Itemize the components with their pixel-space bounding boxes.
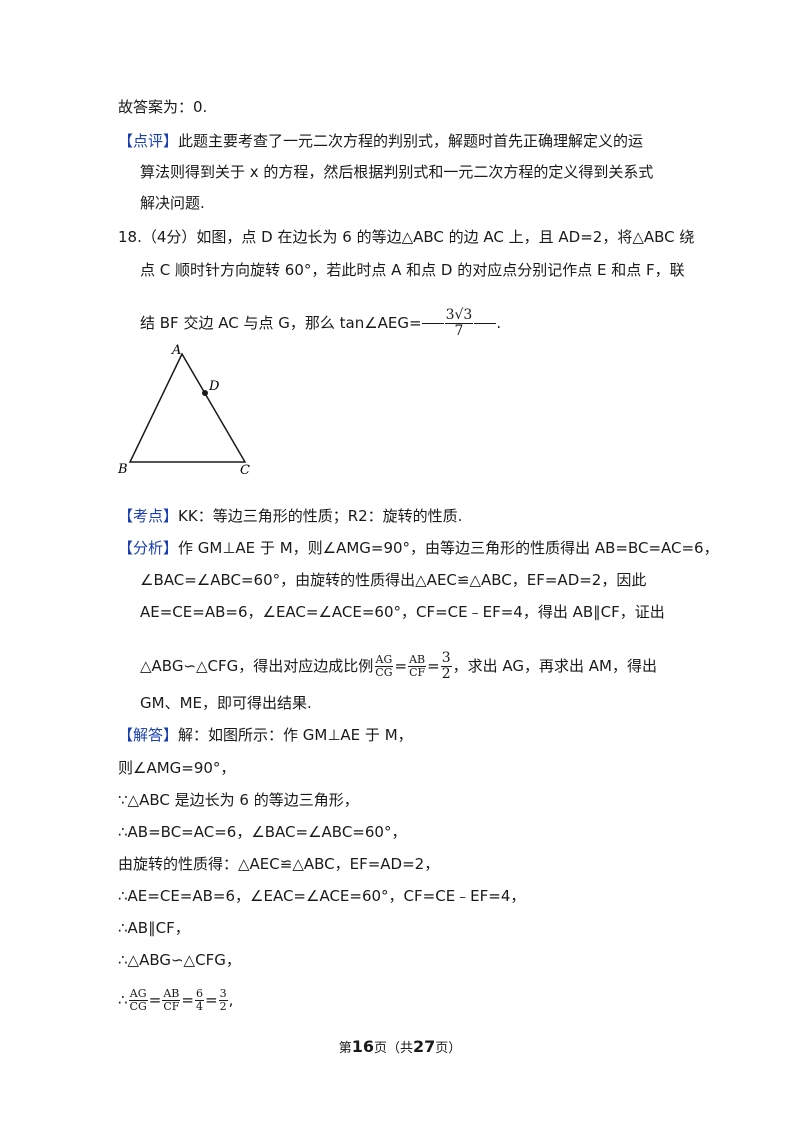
point-d <box>202 390 208 396</box>
step-5: ∴AE=CE=AB=6，∠EAC=∠ACE=60°，CF=CE﹣EF=4， <box>118 887 526 905</box>
solution-line: 【解答】解：如图所示：作 GM⊥AE 于 M， <box>118 726 413 744</box>
step-6: ∴AB∥CF， <box>118 919 190 937</box>
label-a: A <box>171 343 181 358</box>
triangle-figure: A D B C <box>117 343 250 478</box>
label-b: B <box>117 462 128 477</box>
page-number: 16 <box>351 1037 374 1056</box>
knowledge-point-line: 【考点】KK：等边三角形的性质；R2：旋转的性质. <box>118 507 463 525</box>
analysis-line-2: ∠BAC=∠ABC=60°，由旋转的性质得出△AEC≌△ABC，EF=AD=2，… <box>140 571 647 589</box>
step-2: ∵△ABC 是边长为 6 的等边三角形， <box>118 791 359 809</box>
analysis-line-5: GM、ME，即可得出结果. <box>140 694 312 712</box>
step-1: 则∠AMG=90°， <box>118 759 236 777</box>
question-18-line-2: 点 C 顺时针方向旋转 60°，若此时点 A 和点 D 的对应点分别记作点 E … <box>140 261 685 279</box>
analysis-tag: 【分析】 <box>118 539 179 557</box>
comment-line-1: 【点评】此题主要考查了一元二次方程的判别式，解题时首先正确理解定义的运 <box>118 132 644 150</box>
comment-tag: 【点评】 <box>118 132 179 150</box>
knowledge-tag: 【考点】 <box>118 507 179 525</box>
label-d: D <box>208 379 220 394</box>
analysis-line-1: 【分析】作 GM⊥AE 于 M，则∠AMG=90°，由等边三角形的性质得出 AB… <box>118 539 719 557</box>
step-3: ∴AB=BC=AC=6，∠BAC=∠ABC=60°， <box>118 823 407 841</box>
label-c: C <box>240 463 250 478</box>
step-4: 由旋转的性质得：△AEC≌△ABC，EF=AD=2， <box>118 855 440 873</box>
triangle-abc <box>128 352 247 463</box>
page-footer: 第16页（共27页） <box>338 1037 462 1057</box>
step-7: ∴△ABG∽△CFG， <box>118 951 241 969</box>
comment-line-3: 解决问题. <box>140 194 205 212</box>
analysis-line-3: AE=CE=AB=6，∠EAC=∠ACE=60°，CF=CE﹣EF=4，得出 A… <box>140 603 665 621</box>
answer-line: 故答案为：0. <box>118 98 208 116</box>
comment-line-2: 算法则得到关于 x 的方程，然后根据判别式和一元二次方程的定义得到关系式 <box>140 163 654 181</box>
question-18-line-1: 18.（4分）如图，点 D 在边长为 6 的等边△ABC 的边 AC 上，且 A… <box>118 228 695 246</box>
solution-tag: 【解答】 <box>118 726 179 744</box>
page-total: 27 <box>413 1037 436 1056</box>
